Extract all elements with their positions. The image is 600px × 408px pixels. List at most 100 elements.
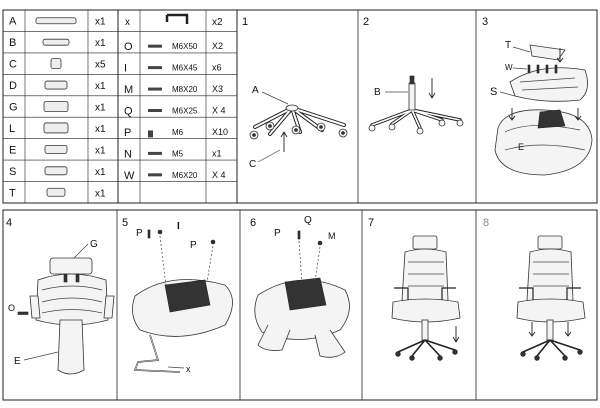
step-4-label-e: E [14, 356, 21, 367]
washer-icon [148, 130, 153, 138]
step-grid-bottom-border [2, 209, 598, 401]
hardware-quantity: X10 [212, 127, 228, 137]
assembled-chair-drawing [391, 235, 461, 361]
step-6-label-p: P [274, 228, 281, 239]
bolt-icon [148, 109, 162, 112]
caster-wheel-icon [316, 122, 326, 132]
caster-wheel-icon [338, 128, 348, 138]
arrow-down-icon [508, 108, 516, 121]
part-letter: C [9, 59, 17, 71]
step-3-label-t: T [505, 40, 511, 51]
hardware-letter: O [124, 41, 133, 53]
armrest-icon [44, 166, 68, 176]
seat-mechanism-icon [43, 122, 69, 134]
part-letter: A [9, 16, 17, 28]
arrow-down-icon [452, 326, 460, 343]
part-letter: T [9, 187, 16, 199]
caster-wheels [249, 121, 348, 140]
parts-table-border [2, 9, 238, 204]
part-quantity: x1 [95, 17, 106, 28]
hardware-letter: I [124, 63, 127, 75]
right-header-qty: x2 [212, 17, 223, 28]
step-3-label-s: S [490, 86, 497, 98]
headrest-icon [43, 101, 69, 112]
step-5-panel: 5 P I P x [122, 217, 233, 374]
step-3-label-w: W [505, 63, 513, 72]
hardware-size: M8X20 [172, 85, 198, 94]
arrow-down-icon [564, 322, 572, 337]
step-2-number: 2 [363, 16, 369, 28]
step-1-panel: 1 A C [242, 16, 348, 170]
hardware-quantity: X3 [212, 84, 223, 94]
step-5-label-p2: P [190, 240, 197, 251]
headrest-icon [49, 257, 93, 275]
seat-upside-down-drawing [132, 279, 233, 373]
caster-wheel-icon [249, 130, 259, 140]
part-letter: E [9, 144, 16, 156]
part-quantity: x1 [95, 81, 106, 92]
cover-plate-icon [46, 187, 66, 197]
hardware-quantity: X 4 [212, 170, 226, 180]
hardware-letter: P [124, 127, 131, 139]
chair-back-drawing [29, 257, 115, 375]
step-6-label-q: Q [304, 215, 312, 226]
hardware-quantity: x6 [212, 63, 222, 73]
arrow-down-icon [528, 322, 536, 337]
hardware-size: M6X50 [172, 42, 198, 51]
step-2-panel: 2 B [363, 16, 464, 135]
hardware-size: M6X20 [172, 171, 198, 180]
caster-wheel-icon [50, 58, 62, 70]
step-grid-top-border [236, 9, 598, 204]
base-with-gas-lift-drawing [368, 75, 464, 135]
step-7-number: 7 [368, 217, 374, 229]
part-quantity: x1 [95, 167, 106, 178]
backrest-icon [35, 273, 109, 326]
hardware-size: M6 [172, 128, 184, 137]
part-letter: B [9, 37, 16, 49]
hardware-letter: Q [124, 106, 133, 118]
arrow-up-icon [280, 131, 288, 152]
step-4-number: 4 [6, 217, 12, 229]
bolt-icon [148, 87, 162, 91]
part-quantity: x1 [95, 145, 106, 156]
arrow-down-icon [428, 78, 436, 99]
hardware-size: M6X25 [172, 107, 198, 116]
step-2-label-b: B [374, 87, 381, 98]
step-8-number: 8 [483, 217, 489, 229]
part-quantity: x1 [95, 188, 106, 199]
part-letter: S [9, 166, 16, 178]
seat-cushion-icon [44, 80, 68, 90]
hardware-quantity: X2 [212, 41, 223, 51]
screw-icon [148, 173, 162, 177]
part-letter: G [9, 102, 18, 114]
step-5-label-x: x [186, 364, 191, 374]
long-bolt-icon [148, 44, 162, 48]
step-4-panel: 4 G O E [6, 217, 115, 375]
step-grid [2, 9, 598, 401]
long-bolt-icon [17, 311, 29, 315]
gas-lift-icon [42, 38, 70, 46]
step-6-label-m: M [328, 231, 336, 241]
arrow-down-icon [574, 108, 582, 121]
step-4-label-o: O [8, 303, 15, 313]
hardware-size: M5 [172, 149, 184, 158]
step-3-panel: 3 T W S E [482, 16, 593, 176]
step-7-panel: 7 [368, 217, 461, 361]
bolt-icon [148, 66, 162, 70]
star-base-drawing [253, 104, 346, 136]
finished-chair-drawing [516, 235, 586, 361]
step-3-number: 3 [482, 16, 488, 28]
right-header-x: x [125, 17, 130, 28]
part-quantity: x1 [95, 124, 106, 135]
step-5-label-p1: P [136, 228, 143, 239]
part-letter: D [9, 80, 17, 92]
step-5-label-i: I [177, 221, 180, 232]
step-3-label-e: E [518, 142, 524, 152]
caster-wheel-icon [265, 121, 275, 131]
hardware-letter: M [124, 84, 133, 96]
step-6-number: 6 [250, 217, 256, 229]
seat-assembly-drawing [494, 44, 593, 176]
step-8-panel: 8 [483, 217, 586, 361]
step-5-number: 5 [122, 217, 128, 229]
